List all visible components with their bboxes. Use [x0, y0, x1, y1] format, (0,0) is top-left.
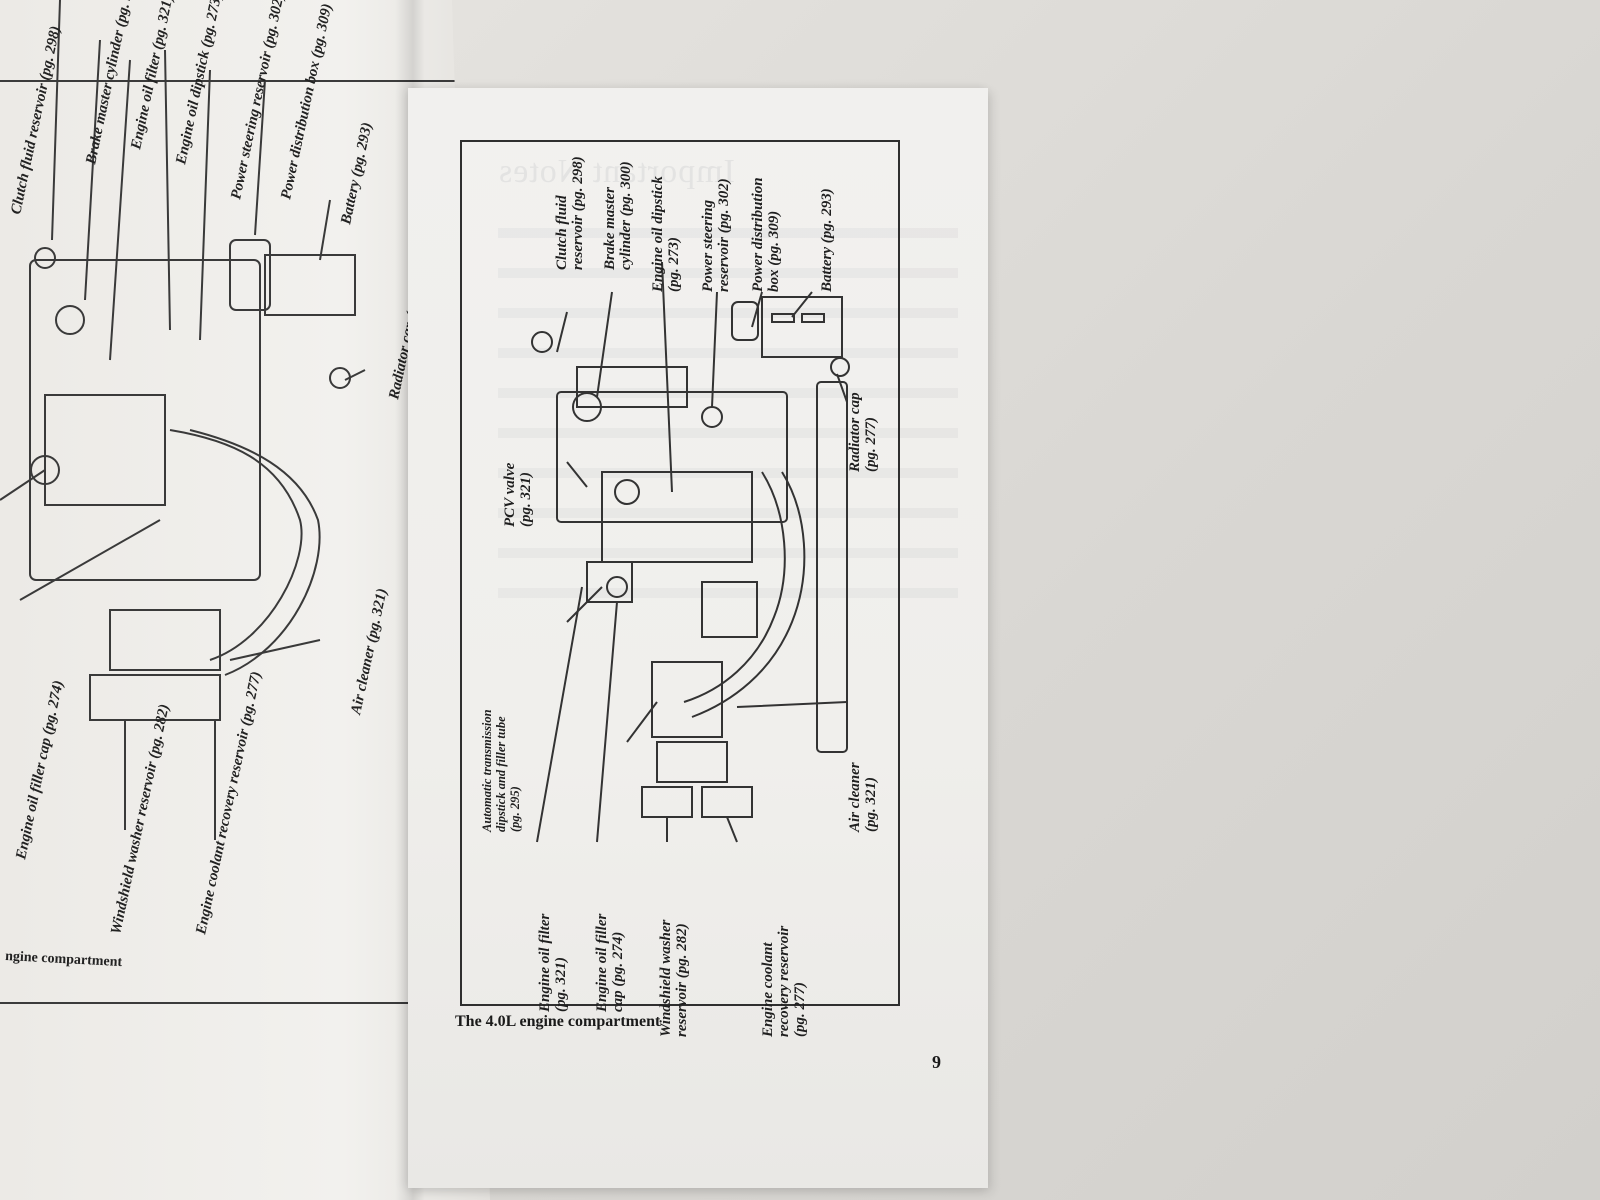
engine-illustration	[531, 261, 850, 843]
label-battery: Battery (pg. 293)	[819, 188, 835, 292]
washer-reservoir-shape	[701, 786, 753, 818]
left-caption-fragment: ngine compartment	[5, 949, 123, 970]
left-label-filler-cap: Engine oil filler cap (pg. 274)	[13, 679, 67, 862]
oil-filler-cap-shape	[606, 576, 628, 598]
right-page: Important Notes	[408, 88, 988, 1188]
left-engine-illustration: Clutch fluid reservoir (pg. 298) Brake m…	[0, 0, 431, 970]
left-label-power-distribution: Power distribution box (pg. 309)	[278, 2, 335, 201]
power-distribution-box-shape	[731, 301, 759, 341]
label-engine-oil-filler-cap: Engine oil filler cap (pg. 274)	[594, 913, 626, 1012]
label-clutch-fluid: Clutch fluid reservoir (pg. 298)	[554, 156, 586, 270]
page-number: 9	[932, 1052, 941, 1072]
label-engine-coolant: Engine coolant recovery reservoir (pg. 2…	[760, 925, 808, 1037]
left-label-air-cleaner: Air cleaner (pg. 321)	[348, 587, 391, 717]
left-label-coolant: Engine coolant recovery reservoir (pg. 2…	[193, 670, 265, 937]
figure-caption: The 4.0L engine compartment	[455, 1013, 661, 1030]
battery-shape	[761, 296, 843, 358]
label-pcv-valve: PCV valve (pg. 321)	[502, 462, 534, 527]
engine-block-shape	[556, 391, 788, 523]
label-power-distribution: Power distribution box (pg. 309)	[750, 177, 782, 292]
left-label-washer: Windshield washer reservoir (pg. 282)	[108, 703, 172, 936]
label-engine-oil-dipstick: Engine oil dipstick (pg. 273)	[650, 176, 682, 292]
radiator-shape	[816, 381, 848, 753]
air-cleaner-shape	[651, 661, 723, 738]
left-label-dipstick: Engine oil dipstick (pg. 273)	[173, 0, 225, 167]
left-label-oil-filter: Engine oil filter (pg. 321)	[128, 0, 177, 152]
label-brake-master: Brake master cylinder (pg. 300)	[602, 161, 634, 270]
intake-hose-shape	[691, 471, 806, 718]
label-power-steering: Power steering reservoir (pg. 302)	[700, 178, 732, 292]
label-air-cleaner: Air cleaner (pg. 321)	[847, 762, 879, 832]
left-label-battery: Battery (pg. 293)	[338, 121, 375, 227]
label-automatic-transmission: Automatic transmission dipstick and fill…	[480, 709, 522, 832]
label-radiator-cap: Radiator cap (pg. 277)	[847, 392, 879, 472]
diagram-frame: Clutch fluid reservoir (pg. 298) Brake m…	[460, 140, 900, 1037]
left-label-power-steering: Power steering reservoir (pg. 302)	[228, 0, 287, 201]
label-windshield-washer: Windshield washer reservoir (pg. 282)	[658, 919, 690, 1037]
label-engine-oil-filter: Engine oil filter (pg. 321)	[537, 913, 569, 1012]
